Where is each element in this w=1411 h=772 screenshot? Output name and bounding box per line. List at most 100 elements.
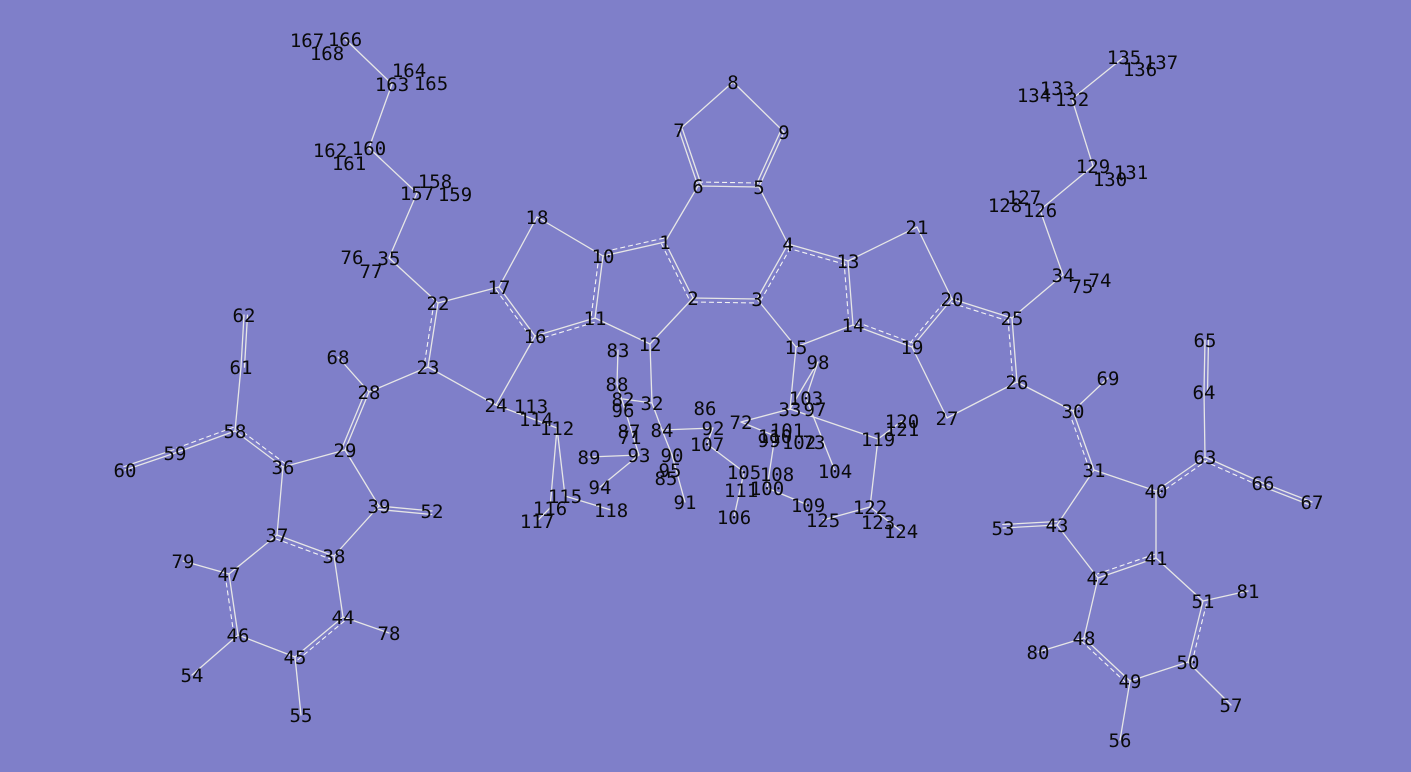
atom-label-77: 77 [360,261,383,283]
double-bond-28-29 [341,390,367,450]
aromatic-bond-58-59 [173,426,234,450]
atom-label-60: 60 [114,460,137,482]
atom-label-136: 136 [1123,59,1157,81]
atom-label-132: 132 [1055,89,1089,111]
bond-49-50 [1129,661,1189,682]
atom-label-68: 68 [327,347,350,369]
bond-122-125 [822,506,871,521]
bond-98-103 [805,361,819,399]
atom-label-126: 126 [1023,200,1057,222]
bond-10-18 [536,216,604,257]
bond-1-2 [664,241,694,299]
atom-label-56: 56 [1109,730,1132,752]
bond-31-40 [1093,469,1157,492]
atom-label-63: 63 [1194,447,1217,469]
bond-12-2 [649,297,694,345]
atom-label-26: 26 [1006,372,1029,394]
bond-110-100 [766,435,776,489]
bond-93-94 [599,454,640,488]
bond-33-98 [789,361,819,410]
atom-label-23: 23 [417,357,440,379]
atom-label-98: 98 [807,352,830,374]
atom-label-36: 36 [272,457,295,479]
atom-label-6: 6 [692,176,703,198]
atom-label-76: 76 [341,247,364,269]
aromatic-bond-1-2 [660,243,690,301]
atom-label-35: 35 [378,248,401,270]
atom-label-135: 135 [1107,47,1141,69]
atom-label-131: 131 [1114,162,1148,184]
bond-16-11 [534,317,596,337]
atom-label-94: 94 [589,477,612,499]
bond-6-1 [664,185,699,243]
atom-label-116: 116 [533,498,567,520]
atom-label-166: 166 [328,29,362,51]
atom-label-157: 157 [400,183,434,205]
atom-label-34: 34 [1052,265,1075,287]
bond-45-44 [294,616,344,658]
atom-label-24: 24 [485,395,508,417]
bond-51-41 [1155,557,1204,602]
bond-25-26 [1011,317,1018,383]
atom-label-69: 69 [1097,368,1120,390]
atom-label-121: 121 [885,419,919,441]
atom-label-104: 104 [818,461,852,483]
aromatic-bond-20-19 [908,296,950,345]
atom-label-72: 72 [730,412,753,434]
bond-37-47 [228,534,278,575]
bond-48-80 [1037,637,1085,653]
double-bond-9-5 [755,129,782,187]
bond-4-13 [787,243,849,262]
bond-66-67 [1262,482,1313,503]
bond-19-14 [852,324,913,348]
atom-label-18: 18 [526,207,549,229]
bond-5-6 [697,185,760,188]
bond-115-118 [564,495,612,511]
atom-label-25: 25 [1001,308,1024,330]
atom-label-113: 113 [514,396,548,418]
bond-30-31 [1072,410,1095,471]
bond-28-68 [337,356,370,393]
bond-163-166 [344,38,393,85]
atom-label-165: 165 [414,73,448,95]
bond-24-112 [495,404,558,429]
atom-label-79: 79 [172,551,195,573]
atom-label-43: 43 [1046,515,1069,537]
atom-label-12: 12 [639,334,662,356]
bond-84-90 [661,429,673,456]
atom-label-29: 29 [334,440,357,462]
bond-112-115 [556,427,566,497]
atom-label-53: 53 [992,518,1015,540]
aromatic-bond-20-25 [950,302,1011,323]
bond-39-52 [378,505,433,512]
atom-label-112: 112 [540,418,574,440]
atom-label-4: 4 [782,234,793,256]
atom-label-58: 58 [224,421,247,443]
bond-58-59 [174,430,236,454]
atom-label-27: 27 [936,408,959,430]
bond-2-3 [692,297,758,300]
atom-label-102: 102 [782,432,816,454]
bond-42-48 [1083,577,1099,639]
bond-50-57 [1187,661,1232,706]
atom-label-117: 117 [520,511,554,533]
bond-13-14 [847,260,854,326]
atom-label-119: 119 [861,429,895,451]
atom-label-75: 75 [1071,276,1094,298]
atom-label-81: 81 [1237,581,1260,603]
atom-label-129: 129 [1076,156,1110,178]
atom-label-67: 67 [1301,492,1324,514]
atom-label-37: 37 [266,525,289,547]
aromatic-bond-10-11 [590,255,600,318]
atom-label-133: 133 [1040,78,1074,100]
atom-label-32: 32 [641,393,664,415]
aromatic-bond-3-4 [760,245,792,302]
bond-50-51 [1187,600,1204,663]
aromatic-bond-1-10 [601,237,665,253]
bond-83-88 [616,349,619,385]
aromatic-bond-5-6 [698,181,760,184]
bond-160-163 [368,83,393,149]
